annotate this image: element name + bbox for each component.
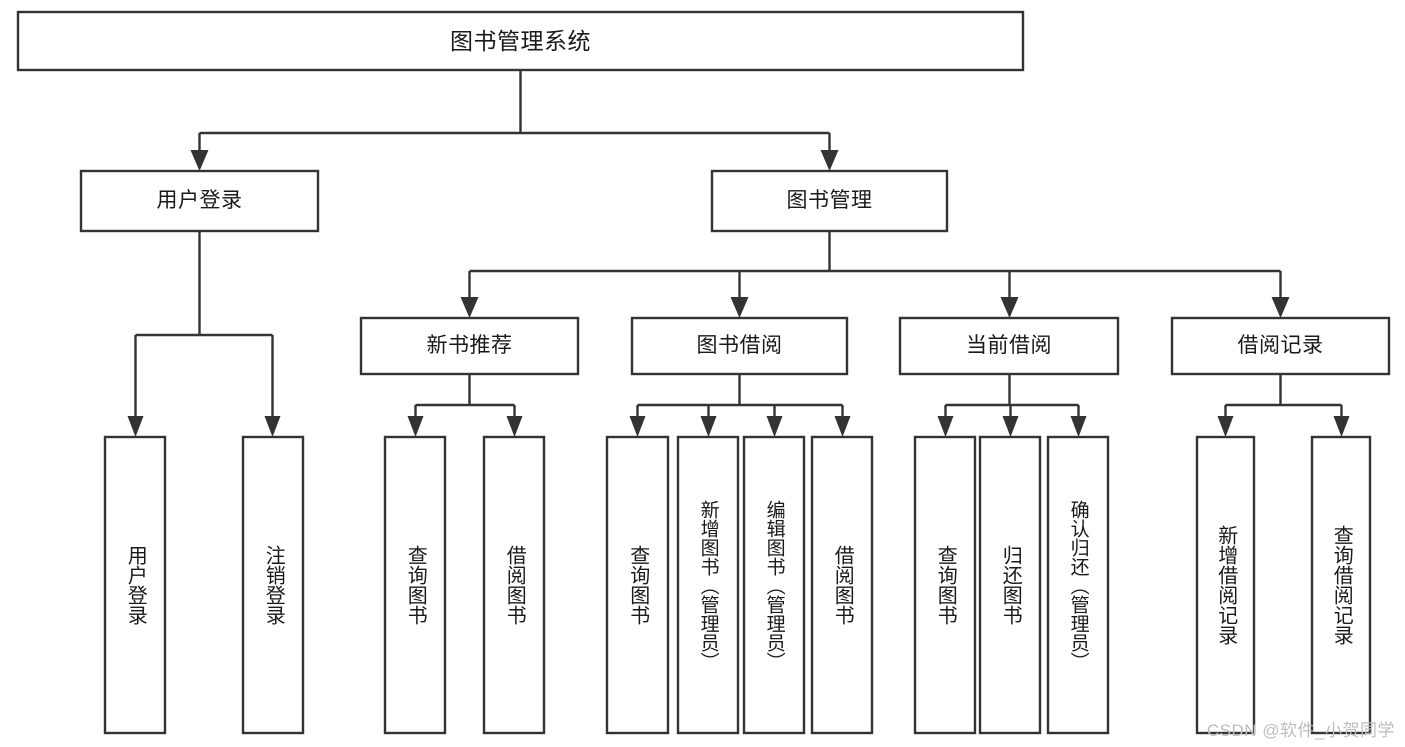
node-leaf-add-book-admin[interactable] xyxy=(676,435,740,735)
arrowhead-icon xyxy=(460,297,479,318)
node-leaf-query-borrow-record[interactable] xyxy=(1310,435,1372,735)
arrowhead-icon xyxy=(937,416,954,437)
arrowhead-icon xyxy=(820,150,839,171)
node-current-borrow[interactable] xyxy=(898,316,1120,376)
arrowhead-icon xyxy=(506,416,523,437)
node-leaf-confirm-return-admin[interactable] xyxy=(1046,435,1110,735)
connector-bookmanage-to-level3 xyxy=(460,231,1290,318)
node-borrow-record[interactable] xyxy=(1170,316,1391,376)
arrowhead-icon xyxy=(1070,416,1087,437)
connector-borrowrecord-to-leaves xyxy=(1217,374,1350,437)
arrowhead-icon xyxy=(1000,297,1019,318)
arrowhead-icon xyxy=(264,416,281,437)
arrowhead-icon xyxy=(407,416,424,437)
arrowhead-icon xyxy=(1217,416,1234,437)
node-book-manage[interactable] xyxy=(710,169,949,233)
node-book-borrow[interactable] xyxy=(630,316,849,376)
node-leaf-add-borrow-record[interactable] xyxy=(1195,435,1256,735)
arrowhead-icon xyxy=(766,416,783,437)
node-root[interactable] xyxy=(16,10,1025,72)
node-leaf-query-book-2[interactable] xyxy=(605,435,670,735)
arrowhead-icon xyxy=(1333,416,1350,437)
arrowhead-icon xyxy=(127,416,144,437)
arrowhead-icon xyxy=(190,150,209,171)
arrowhead-icon xyxy=(700,416,717,437)
node-leaf-return-book[interactable] xyxy=(978,435,1042,735)
node-leaf-user-login[interactable] xyxy=(103,435,167,735)
node-leaf-edit-book-admin[interactable] xyxy=(742,435,806,735)
connector-newbookrec-to-leaves xyxy=(407,374,523,437)
node-leaf-query-book-1[interactable] xyxy=(383,435,447,735)
arrowhead-icon xyxy=(1271,297,1290,318)
node-leaf-borrow-book-1[interactable] xyxy=(482,435,546,735)
arrowhead-icon xyxy=(834,416,851,437)
arrowhead-icon xyxy=(1002,416,1019,437)
node-leaf-user-logout[interactable] xyxy=(241,435,305,735)
connector-bookborrow-to-leaves xyxy=(629,374,851,437)
connector-userlogin-to-leaves xyxy=(127,231,281,437)
arrowhead-icon xyxy=(629,416,646,437)
connector-root-to-level2 xyxy=(190,70,839,171)
connector-currentborrow-to-leaves xyxy=(937,374,1087,437)
node-leaf-query-book-3[interactable] xyxy=(913,435,977,735)
node-new-book-rec[interactable] xyxy=(359,316,580,376)
node-user-login[interactable] xyxy=(79,169,320,233)
node-leaf-borrow-book-2[interactable] xyxy=(810,435,874,735)
arrowhead-icon xyxy=(730,297,749,318)
